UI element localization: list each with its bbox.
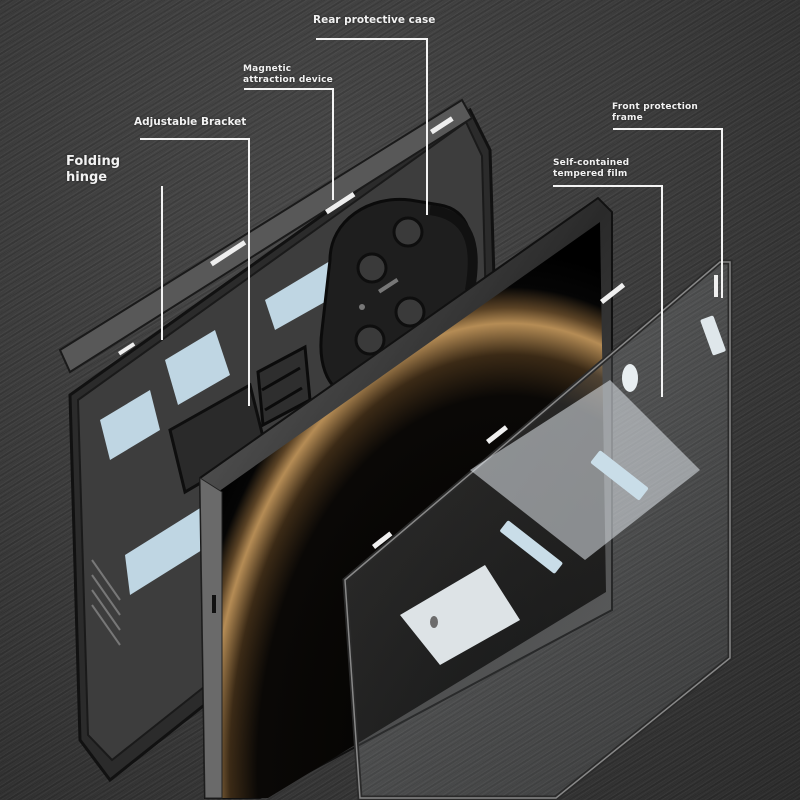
label-text-line2: frame [612,113,643,124]
leader-magnetic-h [244,88,334,90]
label-text-line2: attraction device [243,75,333,86]
label-text-line1: Folding [66,154,121,169]
leader-front-frame-h [613,128,723,130]
label-text-line1: Magnetic [243,64,292,74]
leader-rear-case-h [316,38,428,40]
leader-bracket-v [248,138,250,406]
leader-rear-case-v [426,38,428,215]
leader-film-h [553,185,663,187]
label-text-line1: Self-contained [553,158,630,168]
label-front-protection-frame: Front protection frame [612,102,698,125]
leader-front-frame-v [721,128,723,298]
leader-bracket-h [140,138,250,140]
leader-hinge-v [161,186,163,340]
leader-film-v [661,185,663,397]
label-rear-protective-case: Rear protective case [313,14,435,27]
label-text-line2: hinge [66,170,108,186]
leader-magnetic-v [332,88,334,200]
tempered-film [400,315,726,665]
label-text: Rear protective case [313,14,436,26]
label-magnetic-attraction-device: Magnetic attraction device [243,64,333,87]
label-text-line2: tempered film [553,169,628,180]
label-text-line1: Front protection [612,102,699,112]
label-adjustable-bracket: Adjustable Bracket [134,116,246,129]
label-self-contained-tempered-film: Self-contained tempered film [553,158,629,181]
label-text: Adjustable Bracket [134,116,247,128]
label-folding-hinge: Folding hinge [66,154,120,187]
